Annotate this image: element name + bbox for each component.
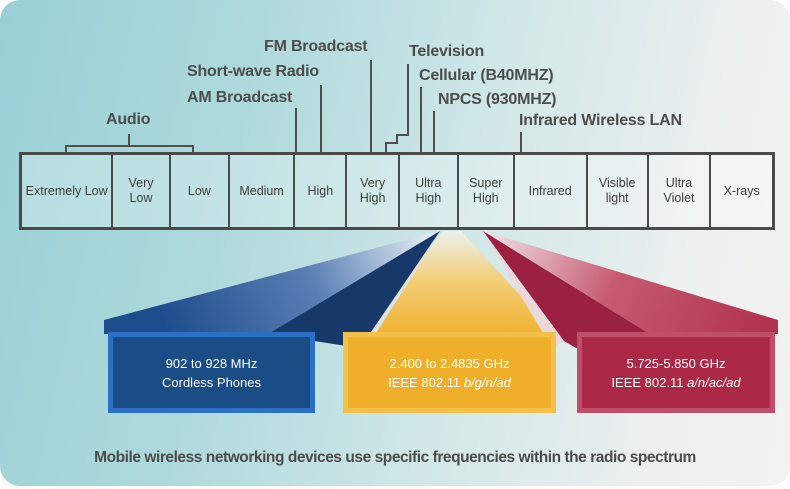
- wifi-2ghz-standard: IEEE 802.11 b/g/n/ad: [388, 373, 511, 392]
- wifi-2ghz-standard-text: IEEE 802.11: [388, 374, 464, 390]
- label-infrared-wlan: Infrared Wireless LAN: [519, 112, 682, 129]
- red-beam-dark-face: [483, 231, 650, 348]
- label-shortwave-radio: Short-wave Radio: [187, 63, 319, 80]
- band-very-low: Very Low: [113, 155, 171, 227]
- band-high: High: [295, 155, 348, 227]
- band-infrared: Infrared: [514, 155, 588, 227]
- blue-beam-lit-face: [104, 231, 440, 334]
- band-extremely-low: Extremely Low: [22, 155, 114, 227]
- cordless-phones-box: 902 to 928 MHz Cordless Phones: [108, 332, 315, 413]
- spectrum-bar: Extremely Low Very Low Low Medium High V…: [19, 152, 775, 230]
- band-medium: Medium: [229, 155, 296, 227]
- blue-beam-edge-highlight: [360, 231, 441, 348]
- yellow-beam: [342, 231, 556, 334]
- cordless-phones-label-text: Cordless Phones: [162, 374, 261, 390]
- wifi-2ghz-box: 2.400 to 2.4835 GHz IEEE 802.11 b/g/n/ad: [343, 332, 556, 413]
- band-visible-light: Visible light: [587, 155, 649, 227]
- band-x-rays: X-rays: [711, 155, 772, 227]
- wifi-5ghz-standard-text: IEEE 802.11: [611, 374, 688, 390]
- label-audio: Audio: [106, 111, 151, 128]
- cordless-phones-label: Cordless Phones: [162, 373, 261, 392]
- wifi-2ghz-frequency: 2.400 to 2.4835 GHz: [389, 355, 510, 371]
- cordless-phones-frequency: 902 to 928 MHz: [165, 355, 258, 371]
- blue-beam-dark-face: [268, 231, 440, 348]
- wifi-5ghz-standard: IEEE 802.11 a/n/ac/ad: [611, 373, 740, 392]
- band-ultra-high: Ultra High: [399, 155, 459, 227]
- band-ultra-violet: Ultra Violet: [648, 155, 712, 227]
- red-beam-lit-face: [483, 231, 778, 334]
- band-low: Low: [170, 155, 230, 227]
- wifi-2ghz-standard-italic: b/g/n/ad: [463, 374, 511, 390]
- label-am-broadcast: AM Broadcast: [187, 89, 293, 106]
- red-beam-edge-highlight: [482, 231, 564, 348]
- label-npcs: NPCS (930MHZ): [438, 91, 557, 108]
- label-cellular: Cellular (B40MHZ): [419, 67, 554, 84]
- band-super-high: Super High: [458, 155, 515, 227]
- wifi-5ghz-standard-italic: a/n/ac/ad: [687, 374, 741, 390]
- label-television: Television: [409, 43, 485, 60]
- wifi-5ghz-box: 5.725-5.850 GHz IEEE 802.11 a/n/ac/ad: [577, 332, 775, 413]
- television-leader: [385, 64, 409, 152]
- caption: Mobile wireless networking devices use s…: [94, 449, 696, 466]
- label-fm-broadcast: FM Broadcast: [264, 38, 368, 55]
- band-very-high: Very High: [347, 155, 400, 227]
- wifi-5ghz-frequency: 5.725-5.850 GHz: [626, 355, 726, 371]
